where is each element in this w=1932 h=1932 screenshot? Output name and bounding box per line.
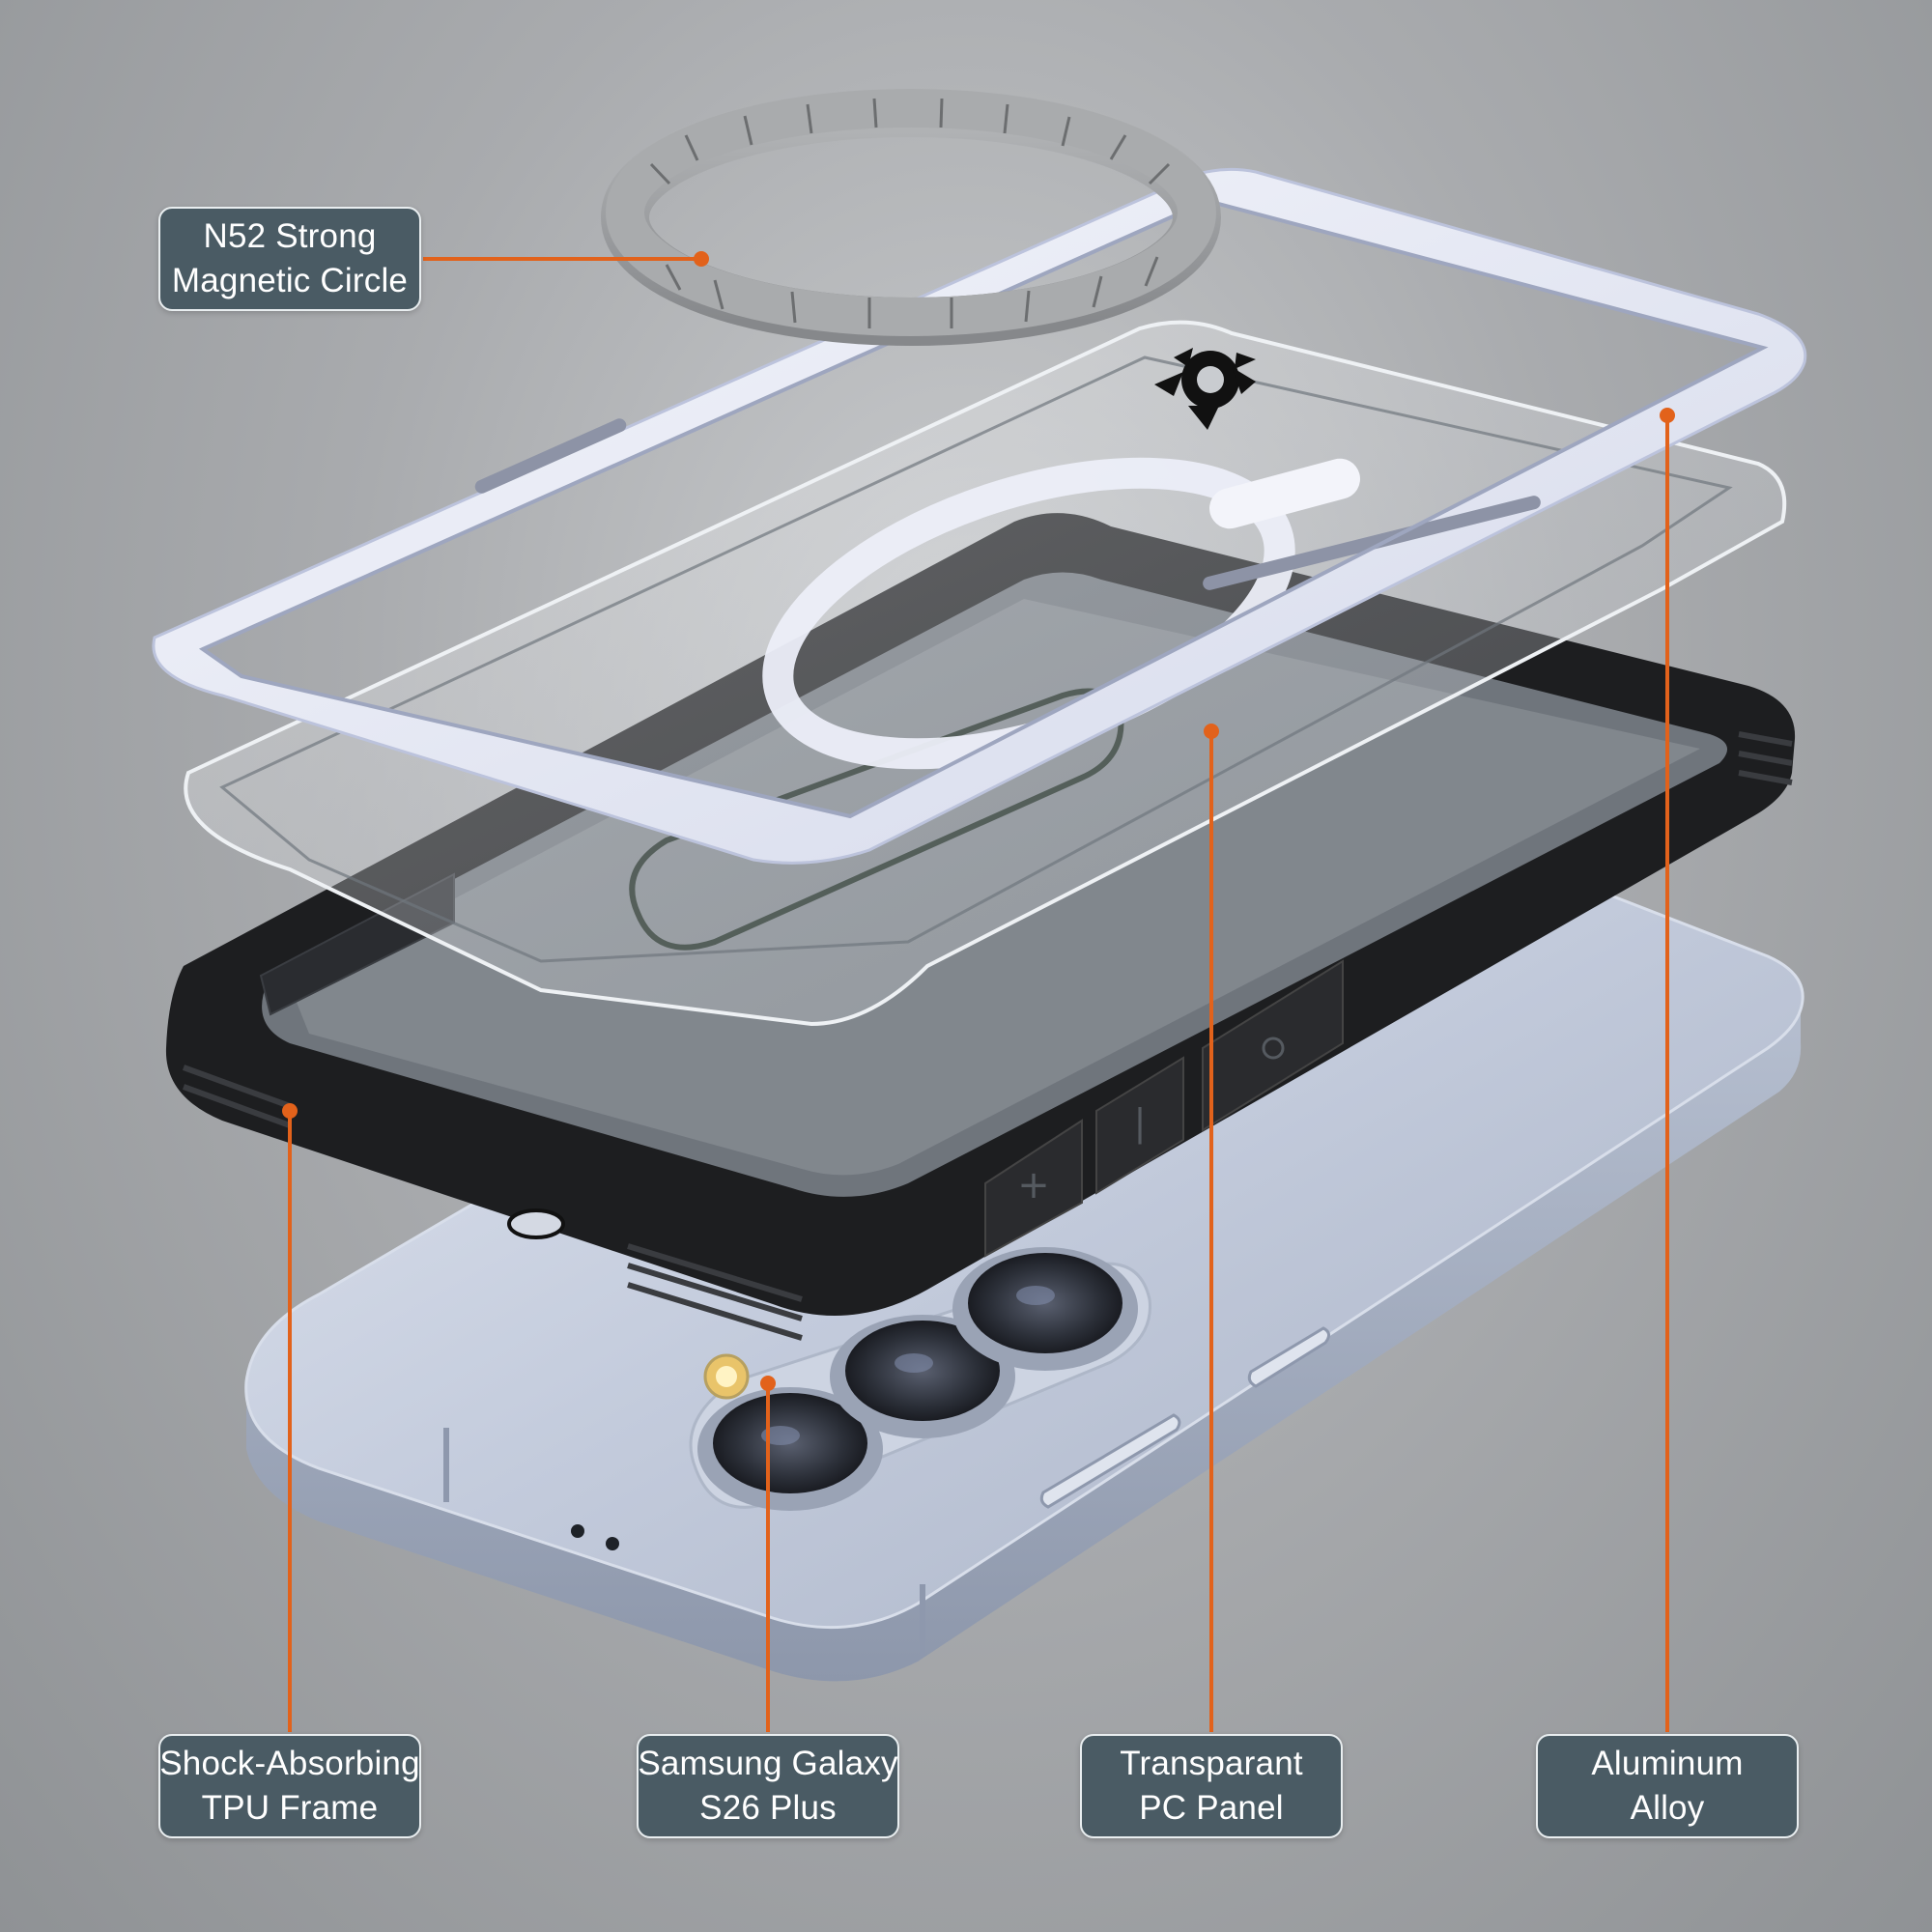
speaker-hole xyxy=(606,1537,619,1550)
volume-up-button xyxy=(984,1119,1083,1258)
label-aluminum-alloy-line2: Alloy xyxy=(1630,1789,1705,1827)
aluminum-frame-inner-lip xyxy=(198,198,1769,819)
label-pc-panel: Transparant PC Panel xyxy=(1080,1734,1343,1838)
tpu-grip-ridges xyxy=(182,731,1793,1341)
charging-port-cutout xyxy=(507,1208,565,1239)
label-magnetic-circle-line1: N52 Strong xyxy=(203,217,377,255)
leader-dot-magnet xyxy=(694,251,709,267)
phone-side-button xyxy=(1247,1326,1330,1388)
leader-dot-phone xyxy=(760,1376,776,1391)
label-tpu-frame-line2: TPU Frame xyxy=(201,1789,379,1827)
phone-side-edge xyxy=(246,995,1802,1682)
leader-dots xyxy=(282,251,1675,1391)
plus-icon: + xyxy=(1017,1163,1050,1208)
label-phone-model-line1: Samsung Galaxy xyxy=(638,1745,898,1782)
pc-panel xyxy=(184,320,1787,1027)
label-tpu-frame: Shock-Absorbing TPU Frame xyxy=(158,1734,421,1838)
aluminum-slot xyxy=(1203,496,1541,590)
label-tpu-frame-line1: Shock-Absorbing xyxy=(159,1745,420,1782)
camera-lens xyxy=(830,1315,1015,1438)
aluminum-slot xyxy=(474,418,627,494)
aluminum-frame xyxy=(152,167,1807,865)
leader-dot-tpu xyxy=(282,1103,298,1119)
power-icon xyxy=(1262,1037,1285,1060)
camera-lens xyxy=(697,1387,883,1511)
label-phone-model-line2: S26 Plus xyxy=(699,1789,837,1827)
phone-side-button xyxy=(1039,1413,1181,1509)
camera-flash xyxy=(716,1366,737,1387)
label-pc-panel-line1: Transparant xyxy=(1120,1745,1303,1782)
leader-lines xyxy=(288,257,1669,1732)
leader-dot-panel xyxy=(1204,724,1219,739)
label-aluminum-alloy: Aluminum Alloy xyxy=(1536,1734,1799,1838)
label-aluminum-alloy-line1: Aluminum xyxy=(1591,1745,1744,1782)
n52-magnetic-ring xyxy=(601,89,1221,346)
leader-dot-alloy xyxy=(1660,408,1675,423)
label-phone-model: Samsung Galaxy S26 Plus xyxy=(637,1734,899,1838)
power-button xyxy=(1202,959,1344,1132)
camera-lens xyxy=(952,1247,1138,1371)
label-magnetic-circle: N52 Strong Magnetic Circle xyxy=(158,207,421,311)
pc-alignment-bar xyxy=(1209,458,1360,529)
minus-icon: | xyxy=(1134,1101,1147,1145)
label-magnetic-circle-line2: Magnetic Circle xyxy=(171,262,409,299)
pc-panel-plate xyxy=(184,320,1787,1027)
speaker-hole xyxy=(571,1524,584,1538)
volume-down-button xyxy=(1095,1056,1184,1195)
spiky-sun-logo xyxy=(1154,348,1256,430)
label-pc-panel-line2: PC Panel xyxy=(1139,1789,1284,1827)
